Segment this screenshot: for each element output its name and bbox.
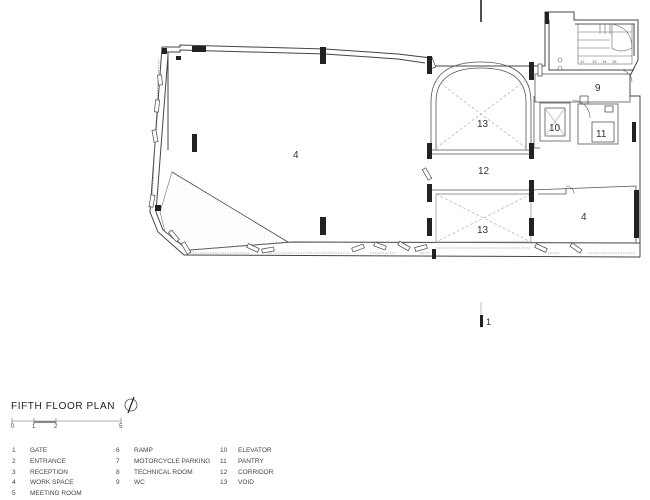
scale-bar	[11, 418, 122, 424]
scale-tick-1: 1	[32, 424, 36, 430]
window-shutters	[148, 57, 583, 255]
svg-text:14: 14	[602, 59, 607, 64]
svg-text:12: 12	[580, 59, 585, 64]
room-labels: 4 13 10 9 11 12 4 13	[293, 83, 607, 236]
drawing-title: FIFTH FLOOR PLAN	[11, 401, 116, 412]
section-marker-label: 1	[486, 317, 491, 327]
room-label-void-lower: 13	[477, 225, 489, 236]
service-rooms	[533, 73, 631, 149]
scale-tick-0: 0	[11, 424, 15, 430]
north-arrow-icon	[124, 396, 138, 414]
columns	[155, 12, 639, 259]
room-label-elevator: 10	[549, 123, 561, 134]
svg-text:15: 15	[612, 59, 617, 64]
room-label-work-space-east: 4	[581, 212, 587, 223]
doors	[565, 69, 633, 195]
room-label-corridor: 12	[478, 166, 490, 177]
room-label-wc: 9	[595, 83, 601, 94]
room-label-pantry: 11	[596, 129, 607, 140]
stair-block	[557, 23, 633, 71]
section-marker-bar	[480, 315, 483, 327]
glazing	[151, 59, 636, 254]
svg-text:13: 13	[592, 59, 597, 64]
ramp-slab	[159, 171, 289, 251]
scale-tick-2: 2	[54, 424, 58, 430]
scale-tick-5: 5	[119, 424, 123, 430]
room-label-void-upper: 13	[477, 119, 489, 130]
stair-numbers: 12 13 14 15	[580, 59, 617, 64]
room-label-work-space-main: 4	[293, 150, 299, 161]
